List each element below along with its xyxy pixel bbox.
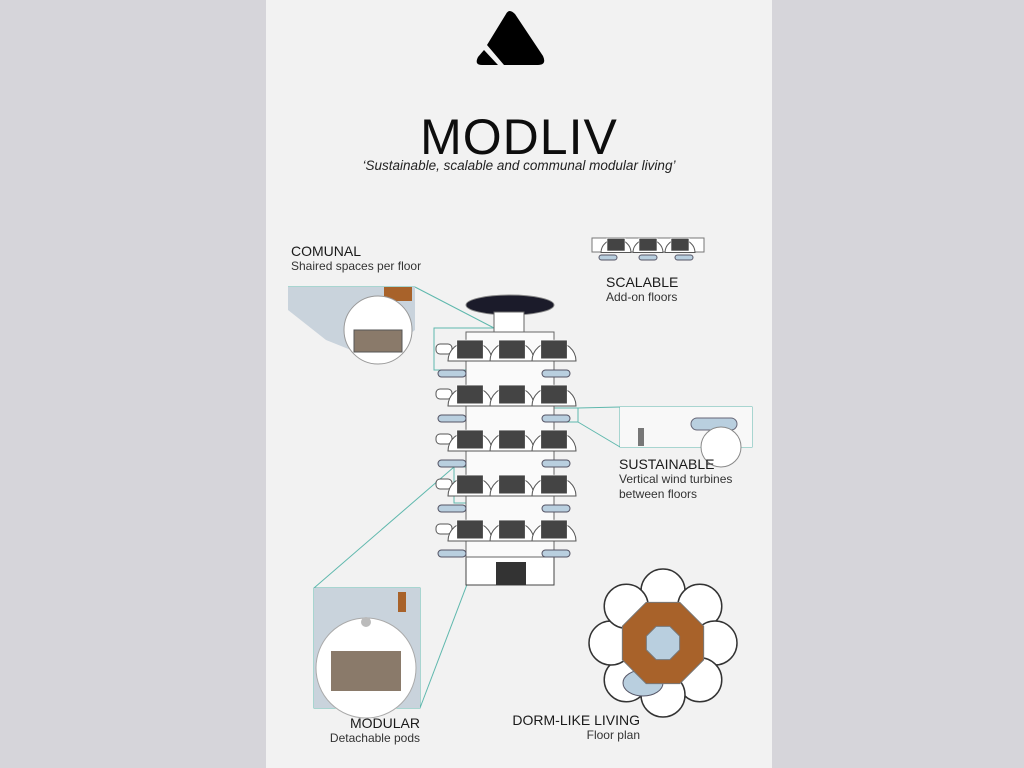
pod-window: [456, 384, 484, 405]
pod-window: [606, 237, 626, 252]
wind-turbine: [638, 254, 658, 261]
page-title: MODLIV: [420, 109, 618, 165]
feature-sustainable: SUSTAINABLE Vertical wind turbines betwe…: [619, 456, 732, 502]
pod-window: [540, 519, 568, 540]
pod-window: [498, 429, 526, 450]
scalable-inset-image: [591, 237, 705, 261]
pod-window: [540, 339, 568, 360]
wind-turbine: [541, 369, 571, 378]
feature-heading: DORM-LIKE LIVING: [512, 712, 640, 728]
wind-turbine: [541, 459, 571, 468]
feature-description: Floor plan: [586, 728, 640, 742]
pod-window: [456, 429, 484, 450]
pod-window: [498, 384, 526, 405]
pod-window: [498, 519, 526, 540]
floor-plan-image: [588, 568, 738, 718]
wind-turbine: [437, 504, 467, 513]
pod-window: [456, 519, 484, 540]
pod-window: [498, 339, 526, 360]
wind-turbine: [541, 504, 571, 513]
comunal-inset-image: [288, 287, 415, 365]
wind-turbine: [437, 369, 467, 378]
pod-window: [670, 237, 690, 252]
feature-heading: MODULAR: [349, 715, 420, 731]
pod-window: [540, 384, 568, 405]
triangle-logo: [476, 11, 545, 65]
pod-window: [540, 429, 568, 450]
poster-page: MODLIV ‘Sustainable, scalable and commun…: [266, 0, 772, 768]
wind-turbine: [541, 414, 571, 423]
feature-scalable: SCALABLE Add-on floors: [606, 274, 678, 305]
feature-heading: COMUNAL: [291, 243, 362, 259]
wind-turbine: [598, 254, 618, 261]
feature-heading: SCALABLE: [606, 274, 679, 290]
pod-window: [540, 474, 568, 495]
poster-artwork: [288, 11, 753, 719]
feature-description: between floors: [619, 487, 698, 501]
pod-window: [456, 339, 484, 360]
sustainable-inset-image: [620, 407, 752, 468]
wind-turbine: [674, 254, 694, 261]
feature-dorm-living: DORM-LIKE LIVING Floor plan: [512, 712, 640, 743]
pod-window: [456, 474, 484, 495]
pod-window: [498, 474, 526, 495]
feature-description: Vertical wind turbines: [619, 472, 733, 486]
feature-description: Shaired spaces per floor: [291, 259, 422, 273]
feature-heading: SUSTAINABLE: [619, 456, 715, 472]
modular-inset-image: [314, 588, 420, 719]
tagline: ‘Sustainable, scalable and communal modu…: [362, 158, 676, 173]
feature-description: Add-on floors: [606, 290, 678, 304]
wind-turbine: [437, 549, 467, 558]
central-void: [645, 625, 681, 661]
feature-description: Detachable pods: [329, 731, 420, 745]
feature-modular: MODULAR Detachable pods: [330, 715, 420, 746]
wind-turbine: [541, 549, 571, 558]
pod-window: [638, 237, 658, 252]
tower-illustration: [435, 294, 577, 586]
wind-turbine: [437, 459, 467, 468]
feature-comunal: COMUNAL Shaired spaces per floor: [291, 243, 421, 274]
wind-turbine: [437, 414, 467, 423]
